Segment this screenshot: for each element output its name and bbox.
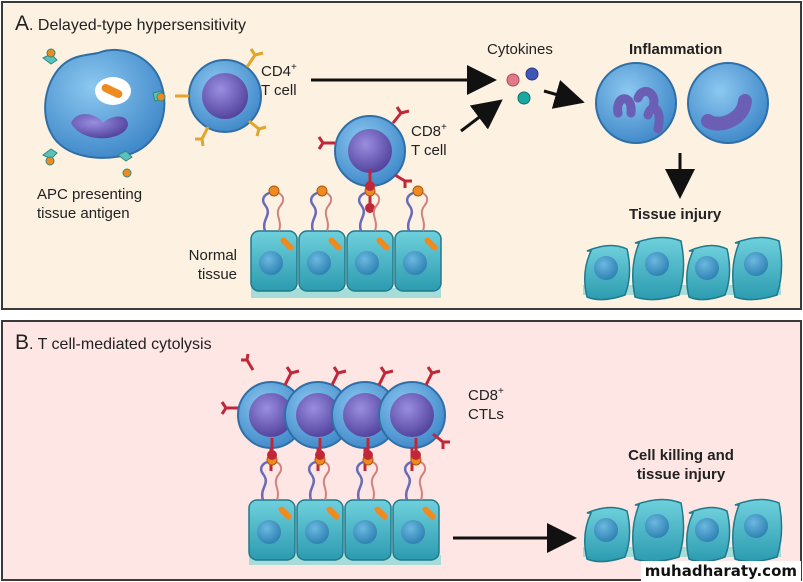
- apc-cell: [42, 48, 166, 178]
- damaged-cell: [632, 236, 685, 301]
- mhc-molecule-icon: [355, 438, 379, 501]
- ctl-label: CD8+ CTLs: [468, 386, 504, 423]
- cd4-t-cell-label: CD4+ T cell: [261, 62, 297, 99]
- panel-a-illustration: [42, 48, 783, 301]
- epithelial-cell: [394, 185, 442, 292]
- ctl-cell: [237, 366, 305, 471]
- cd8-t-cell: [317, 106, 412, 213]
- neutrophil-cell: [595, 62, 677, 144]
- damaged-cell: [732, 236, 783, 301]
- killed-tissue: [583, 498, 783, 563]
- arrow-cytokines-to-inflammation: [543, 79, 585, 109]
- cytokine-molecules: [506, 67, 539, 105]
- injured-tissue: [583, 236, 783, 301]
- antigen-icon: [101, 84, 123, 98]
- mhc-molecule-icon: [259, 438, 283, 501]
- cd8-receptor-icon: [220, 353, 450, 449]
- panel-t-cell-mediated-cytolysis: B. T cell-mediated cytolysis CD8+ CTLs C…: [1, 320, 802, 581]
- epithelial-cell: [344, 438, 392, 561]
- mhc-molecule-icon: [261, 185, 285, 232]
- panel-b-illustration: [220, 353, 783, 565]
- apc-label: APC presenting tissue antigen: [37, 186, 143, 222]
- panel-delayed-type-hypersensitivity: A. Delayed-type hypersensitivity: [1, 1, 802, 310]
- normal-tissue-label: Normal tissue: [188, 247, 237, 283]
- damaged-cell: [584, 244, 631, 301]
- antigen-icon: [376, 237, 390, 251]
- damaged-cell: [732, 498, 783, 563]
- panel-a-title: A. Delayed-type hypersensitivity: [15, 12, 246, 35]
- watermark: muhadharaty.com: [640, 561, 801, 581]
- tissue-injury-label: Tissue injury: [629, 206, 722, 223]
- epithelial-cell: [248, 438, 296, 561]
- cd4-t-cell: [175, 48, 267, 147]
- cytokines-label: Cytokines: [487, 41, 553, 58]
- epithelial-cell: [298, 185, 346, 292]
- epithelial-cell: [392, 438, 440, 561]
- epithelial-cell: [346, 169, 394, 292]
- arrow-cd8-to-cytokines: [460, 99, 503, 133]
- cd4-receptor-icon: [175, 48, 267, 147]
- ctl-cell: [378, 366, 446, 471]
- target-tissue: [248, 438, 441, 565]
- mhc-molecule-icon: [309, 185, 333, 232]
- antigen-icon: [280, 237, 294, 251]
- cell-killing-label: Cell killing and tissue injury: [628, 447, 734, 483]
- mhc-molecule-icon: [357, 169, 381, 232]
- ctl-cell: [284, 366, 352, 471]
- antigen-icon: [326, 506, 340, 520]
- damaged-cell: [584, 506, 631, 563]
- antigen-icon: [424, 237, 438, 251]
- damaged-cell: [686, 506, 731, 563]
- epithelial-cell: [250, 185, 298, 292]
- normal-tissue: [250, 169, 442, 298]
- damaged-cell: [632, 498, 685, 563]
- mhc-molecule-icon: [405, 185, 429, 232]
- epithelial-cell: [296, 438, 344, 561]
- cd8-t-cell-label: CD8+ T cell: [411, 122, 447, 159]
- antigen-icon: [328, 237, 342, 251]
- panel-b-title: B. T cell-mediated cytolysis: [15, 331, 212, 354]
- antigen-icon: [374, 506, 388, 520]
- antigen-icon: [278, 506, 292, 520]
- mhc-molecule-icon: [307, 438, 331, 501]
- inflammation-label: Inflammation: [629, 41, 723, 58]
- antigen-icon: [422, 506, 436, 520]
- damaged-cell: [686, 244, 731, 301]
- mhc-molecule-icon: [403, 438, 427, 501]
- apc-nucleus: [71, 114, 128, 139]
- macrophage-cell: [687, 62, 769, 144]
